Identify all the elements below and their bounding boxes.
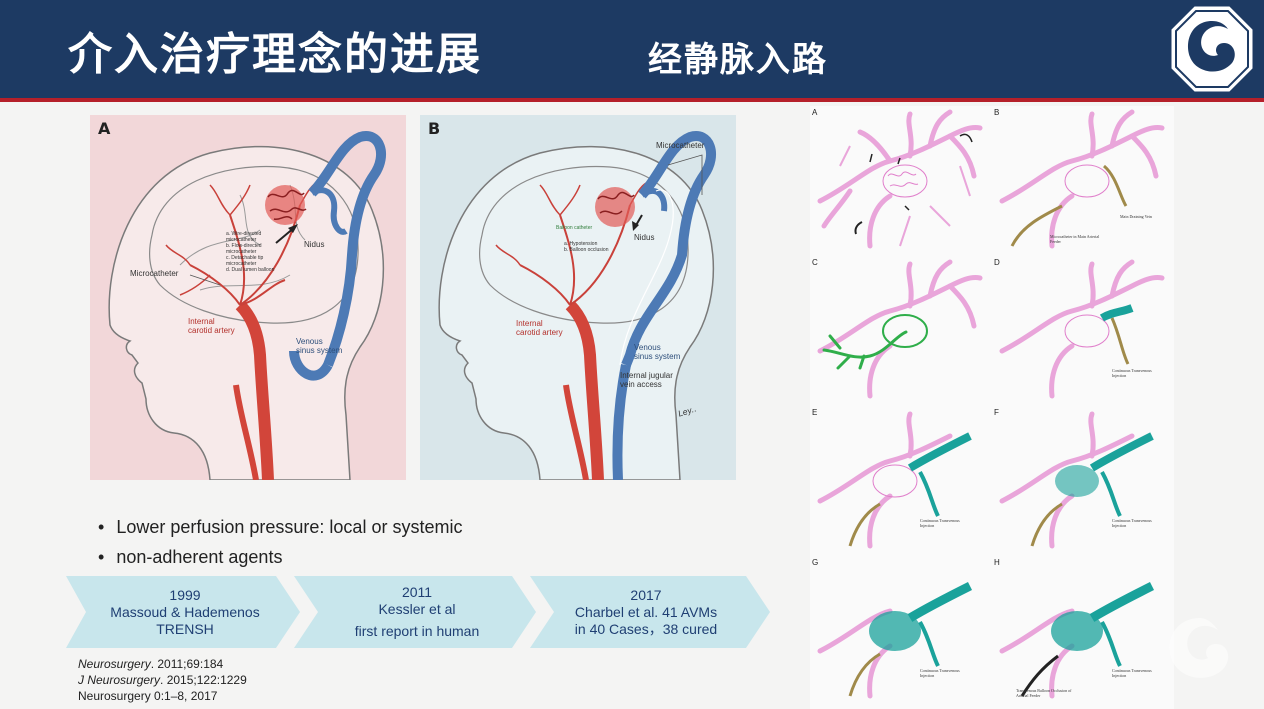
embolization-sequence-figure: A B Main Draining Vein Microcatheter in … <box>810 106 1174 709</box>
catheter-type-list: a. Wire-directed microcatheter b. Flow-d… <box>226 231 275 273</box>
bullet-agents: non-adherent agents <box>98 542 462 572</box>
nidus-label-b: Nidus <box>634 233 655 242</box>
panel-letter-b: B <box>428 119 441 138</box>
institution-logo-icon <box>1168 3 1256 95</box>
figure-panel-arterial: A Nidus Microcatheter a. Wire-directed m… <box>90 115 406 480</box>
sequence-cell-b: B Main Draining Vein Microcatheter in Ma… <box>992 106 1172 256</box>
timeline-arrow-2011 <box>294 576 536 648</box>
microcatheter-label: Microcatheter <box>130 269 179 278</box>
sequence-cell-d: D Continuous Transvenous Injection <box>992 256 1172 406</box>
vessel-diagram-e <box>817 411 972 549</box>
internal-carotid-label-b: Internal carotid artery <box>516 319 563 337</box>
timeline-item-1999: 1999 Massoud & Hademenos TRENSH <box>110 586 260 637</box>
timeline-arrow-1999 <box>66 576 300 648</box>
vessel-diagram-b <box>999 109 1165 249</box>
jugular-access-label: Internal jugular vein access <box>620 371 673 389</box>
sequence-cell-e: E Continuous Transvenous Injection <box>810 406 990 556</box>
title-bar-red-line <box>0 98 1264 102</box>
vessel-diagram-a <box>817 109 983 249</box>
references: Neurosurgery. 2011;69:184 J Neurosurgery… <box>78 656 247 704</box>
vessel-diagram-f <box>999 411 1154 549</box>
head-illustration-arterial <box>108 131 387 480</box>
panel-letter-a: A <box>98 119 111 138</box>
timeline-arrow-2017 <box>530 576 770 648</box>
reference-2: J Neurosurgery. 2015;122:1229 <box>78 673 247 687</box>
timeline-item-2011: 2011 Kessler et al first report in human <box>354 584 480 639</box>
bullet-perfusion: Lower perfusion pressure: local or syste… <box>98 512 462 542</box>
vessel-diagram-h <box>999 581 1155 699</box>
reference-3: Neurosurgery 0:1–8, 2017 <box>78 689 218 703</box>
head-illustration-transvenous <box>438 131 717 480</box>
watermark-logo-icon <box>1169 618 1229 678</box>
slide-subtitle: 经静脉入路 <box>648 40 828 80</box>
reference-1: Neurosurgery. 2011;69:184 <box>78 657 224 671</box>
internal-carotid-label: Internal carotid artery <box>188 317 235 335</box>
sequence-cell-a: A <box>810 106 990 256</box>
figure-panel-transvenous: B Microcatheter Balloon catheter Nidus a… <box>420 115 736 480</box>
venous-sinus-label-b: Venous sinus system <box>634 343 681 361</box>
sequence-cell-f: F Continuous Transvenous Injection <box>992 406 1172 556</box>
slide-title: 介入治疗理念的进展 <box>68 29 482 80</box>
vessel-diagram-g <box>817 581 973 699</box>
history-timeline <box>66 576 770 648</box>
title-bar <box>0 0 1264 98</box>
balloon-catheter-label: Balloon catheter <box>556 225 593 231</box>
sequence-cell-g: G Continuous Transvenous Injection <box>810 556 990 706</box>
occlusion-method-list: a. Hypotension b. Balloon occlusion <box>564 241 609 253</box>
vessel-diagram-d <box>999 259 1165 399</box>
venous-sinus-label: Venous sinus system <box>296 337 343 355</box>
timeline-item-2017: 2017 Charbel et al. 41 AVMs in 40 Cases，… <box>574 586 718 637</box>
vessel-diagram-c <box>817 259 983 399</box>
nidus-label: Nidus <box>304 240 325 249</box>
sequence-cell-h: H Continuous Transvenous Injection Trans… <box>992 556 1172 706</box>
microcatheter-label-b: Microcatheter <box>656 141 705 150</box>
key-points-list: Lower perfusion pressure: local or syste… <box>98 512 462 572</box>
sequence-cell-c: C <box>810 256 990 406</box>
